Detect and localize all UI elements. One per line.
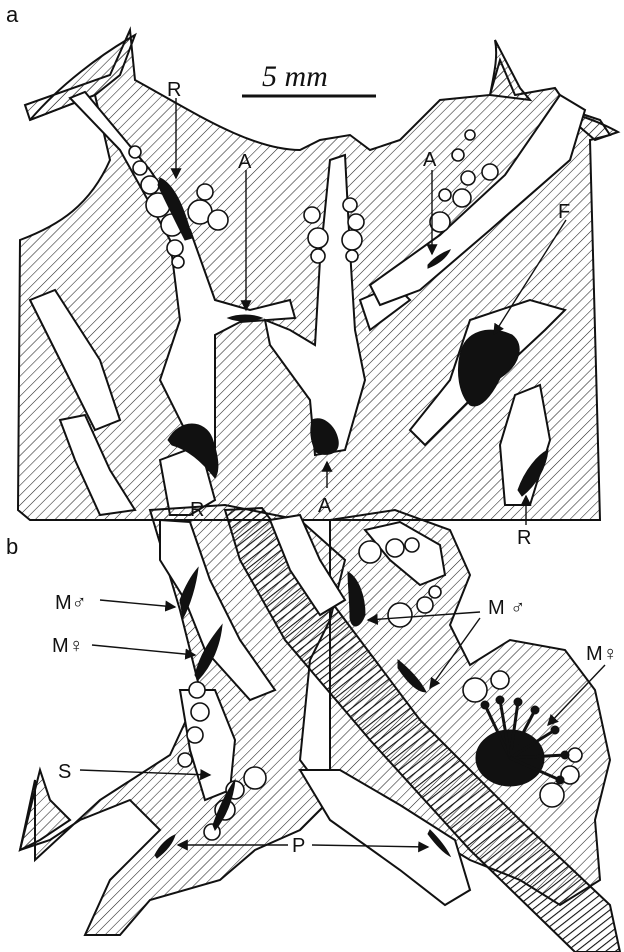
coral-spike-right bbox=[490, 40, 530, 100]
label-p: P bbox=[292, 835, 305, 857]
label-m-female-right: M♀ bbox=[586, 643, 618, 665]
arrow-m-male-left bbox=[100, 600, 175, 607]
label-m-male-left: M♂ bbox=[55, 592, 87, 614]
label-s: S bbox=[58, 761, 71, 783]
animal-a-small-left bbox=[228, 315, 262, 321]
label-r-upper: R bbox=[167, 79, 181, 101]
panel-a: 5 mm a R A A F R A R bbox=[6, 2, 618, 549]
label-r-lower-right: R bbox=[517, 527, 531, 549]
panel-b: b M♂ M♀ S P M ♂ M♀ bbox=[6, 505, 620, 952]
panel-label-a: a bbox=[6, 2, 19, 27]
label-a-left: A bbox=[238, 151, 252, 173]
label-a-right: A bbox=[423, 149, 437, 171]
arrow-m-female-left bbox=[92, 645, 195, 655]
label-m-female-left: M♀ bbox=[52, 635, 84, 657]
panel-label-b: b bbox=[6, 534, 18, 559]
label-a-bottom: A bbox=[318, 495, 332, 517]
scale-bar-label: 5 mm bbox=[262, 60, 328, 93]
label-f: F bbox=[558, 201, 570, 223]
label-m-male-right: M ♂ bbox=[488, 597, 525, 619]
